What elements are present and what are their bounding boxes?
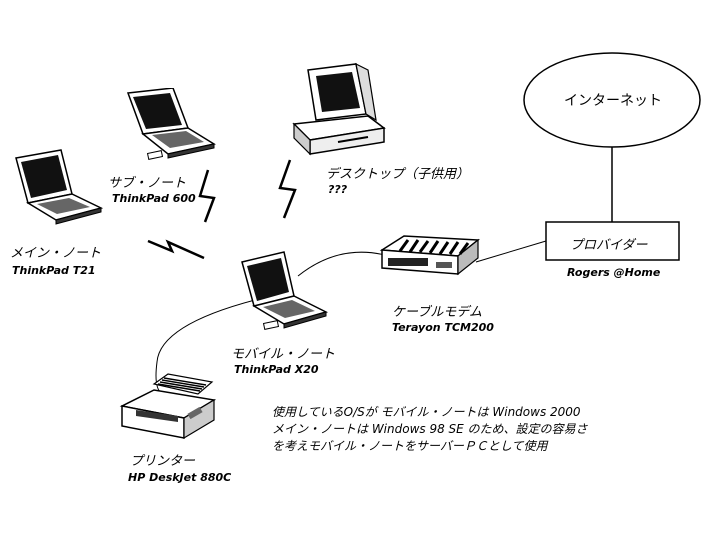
sub-note-label: サブ・ノート [108,176,187,191]
sub-note-sublabel: ThinkPad 600 [112,192,196,205]
wireless-link-icon [147,239,205,260]
main-note-label: メイン・ノート [10,246,102,261]
printer-label: プリンター [130,454,196,469]
printer-sublabel: HP DeskJet 880C [128,471,232,484]
modem-label: ケーブルモデム [392,305,482,320]
modem-sublabel: Terayon TCM200 [392,321,494,334]
mobile-note-label: モバイル・ノート [231,347,336,362]
mobile-note-sublabel: ThinkPad X20 [234,363,319,376]
os-note-line: メイン・ノートは Windows 98 SE のため、設定の容易さ [272,422,588,436]
internet-label: インターネット [564,93,662,109]
desktop-computer-icon [292,62,386,156]
wireless-link-icon [198,169,216,223]
cable-modem-icon [379,235,480,276]
printer-icon [119,373,217,440]
laptop-icon [15,149,104,225]
wireless-link-icon [278,159,297,219]
os-note-line: を考えモバイル・ノートをサーバーＰＣとして使用 [272,439,548,453]
desktop-sublabel: ??? [328,183,348,196]
provider-box [545,221,680,261]
modem-provider-line [475,240,547,263]
os-note: 使用しているO/Sが モバイル・ノートは Windows 2000 メイン・ノー… [272,404,588,455]
laptop-icon [241,251,329,330]
provider-label: プロバイダー [570,238,648,253]
os-note-line: 使用しているO/Sが モバイル・ノートは Windows 2000 [272,405,581,419]
laptop-icon [126,88,216,160]
desktop-label: デスクトップ（子供用） [326,167,470,182]
laptop-modem-cable [297,251,386,277]
main-note-sublabel: ThinkPad T21 [12,264,96,277]
provider-sublabel: Rogers @Home [567,266,661,279]
